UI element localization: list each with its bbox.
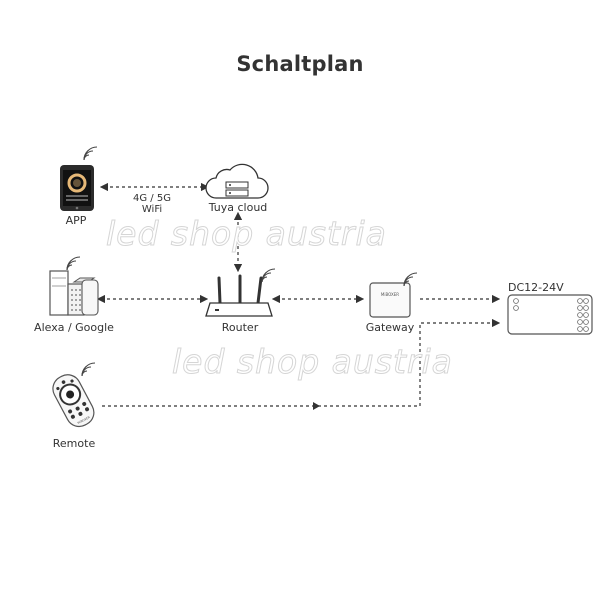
label-link-app-cloud-2: WiFi (141, 204, 163, 215)
wifi-signal-icon (66, 256, 81, 271)
smartphone-icon (60, 165, 94, 211)
cloud-icon (205, 163, 269, 199)
router-icon (205, 274, 273, 317)
remote-control-icon: MiBOXER (52, 374, 95, 428)
connector-remote-arrowhead (313, 402, 320, 410)
label-gateway: Gateway (365, 321, 415, 334)
label-app: APP (65, 214, 87, 227)
controller-icon (507, 294, 593, 335)
label-tuya-cloud: Tuya cloud (208, 201, 268, 214)
label-controller-voltage: DC12-24V (508, 281, 564, 294)
gateway-icon: MiBOXER (369, 282, 411, 318)
remote-brand-mark: MiBOXER (77, 415, 91, 425)
label-router: Router (221, 321, 259, 334)
wifi-signal-icon (261, 268, 276, 283)
label-alexa-google: Alexa / Google (34, 321, 114, 334)
watermark-upper: led shop austria (106, 214, 387, 254)
label-link-app-cloud-1: 4G / 5G (133, 193, 171, 204)
gateway-brand-mark: MiBOXER (381, 292, 399, 297)
wifi-signal-icon (81, 362, 96, 377)
wifi-signal-icon (83, 146, 98, 161)
label-remote: Remote (52, 437, 96, 450)
wifi-signal-icon (403, 272, 418, 287)
connector-remote-controller (102, 318, 501, 407)
watermark-lower: led shop austria (172, 342, 453, 382)
diagram-title: Schaltplan (236, 52, 364, 76)
smart-speaker-icon (49, 270, 99, 316)
